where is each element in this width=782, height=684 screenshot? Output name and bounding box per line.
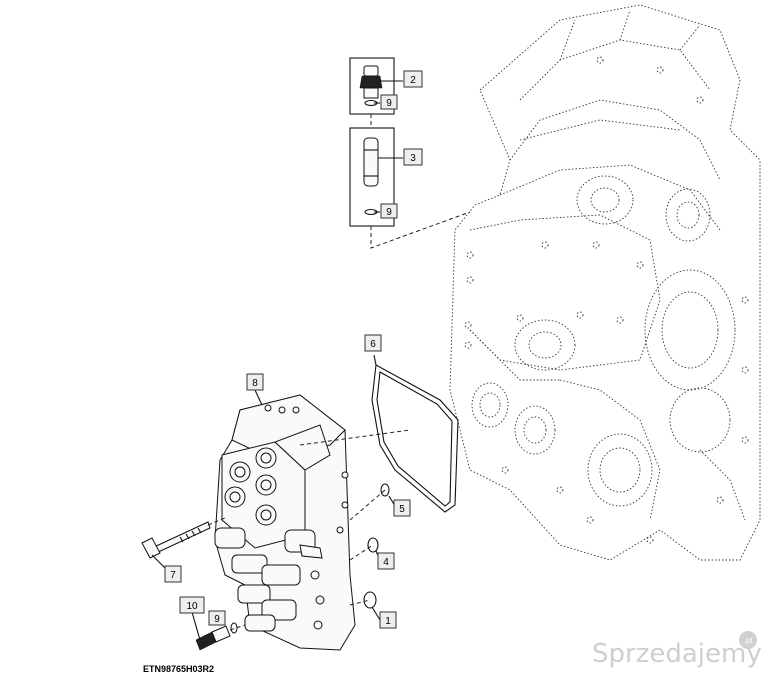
o-ring-5 bbox=[380, 483, 390, 497]
callout-7-label: 7 bbox=[170, 570, 176, 581]
callout-9-plug: 9 bbox=[208, 610, 226, 626]
o-ring-1 bbox=[363, 591, 377, 609]
pressure-sensor bbox=[359, 65, 383, 106]
transmission-housing bbox=[449, 4, 761, 561]
callout-9-sensor: 9 bbox=[380, 94, 398, 110]
callout-2-label: 2 bbox=[410, 75, 416, 86]
watermark-badge-icon bbox=[739, 631, 757, 649]
callout-4-label: 4 bbox=[383, 557, 389, 568]
callout-8-label: 8 bbox=[252, 378, 258, 389]
callout-1: 1 bbox=[379, 611, 397, 629]
callout-7: 7 bbox=[164, 565, 182, 583]
sleeve-tube bbox=[363, 137, 379, 215]
callout-3-label: 3 bbox=[410, 153, 416, 164]
watermark-text: Sprzedajemy bbox=[592, 639, 762, 669]
callout-8: 8 bbox=[246, 373, 264, 391]
callout-10: 10 bbox=[179, 596, 205, 614]
callout-4: 4 bbox=[377, 552, 395, 570]
plug bbox=[195, 622, 238, 651]
callout-2: 2 bbox=[403, 70, 423, 88]
callout-6-label: 6 bbox=[370, 339, 376, 350]
bolt bbox=[141, 521, 211, 559]
callout-3: 3 bbox=[403, 148, 423, 166]
reference-code: ETN98765H03R2 bbox=[143, 664, 214, 674]
o-ring-4 bbox=[367, 537, 379, 553]
watermark: Sprzedajemy .pl bbox=[592, 631, 762, 669]
callout-6: 6 bbox=[364, 334, 382, 352]
callout-10-label: 10 bbox=[186, 601, 198, 612]
callout-5-label: 5 bbox=[399, 504, 405, 515]
callout-9-sleeve: 9 bbox=[380, 203, 398, 219]
callout-9-label: 9 bbox=[386, 98, 392, 109]
callout-1-label: 1 bbox=[385, 616, 391, 627]
callout-9-label: 9 bbox=[214, 614, 220, 625]
valve-block-assembly bbox=[214, 394, 356, 651]
gasket bbox=[371, 364, 459, 513]
callout-9-label: 9 bbox=[386, 207, 392, 218]
watermark-suffix: .pl bbox=[744, 636, 753, 645]
callout-5: 5 bbox=[393, 499, 411, 517]
